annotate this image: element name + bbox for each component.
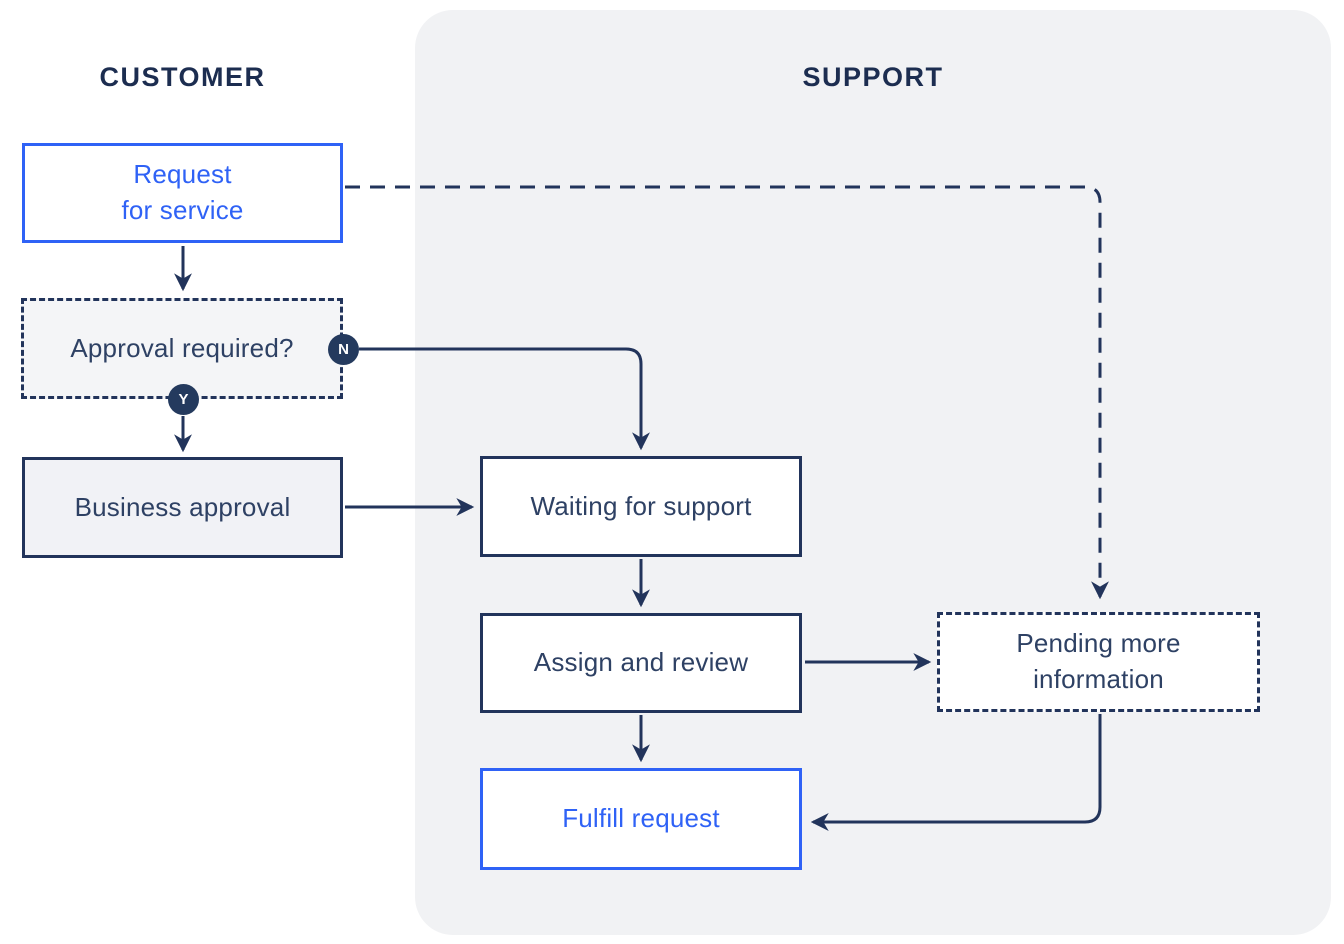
node-waiting-for-support: Waiting for support bbox=[480, 456, 802, 557]
node-approval-required: Approval required? bbox=[21, 298, 343, 399]
node-assign-label: Assign and review bbox=[533, 647, 749, 678]
decision-badge-yes: Y bbox=[168, 384, 199, 415]
node-business-label: Business approval bbox=[74, 491, 291, 522]
node-assign-and-review: Assign and review bbox=[480, 613, 802, 713]
node-request-label: Request for service bbox=[121, 159, 244, 225]
badge-yes-label: Y bbox=[178, 391, 189, 408]
node-pending-label: Pending more information bbox=[1016, 628, 1181, 694]
node-pending-more-information: Pending more information bbox=[937, 612, 1260, 712]
node-approval-label: Approval required? bbox=[70, 332, 294, 363]
lane-header-support: SUPPORT bbox=[802, 62, 944, 92]
decision-badge-no: N bbox=[328, 334, 359, 365]
node-business-approval: Business approval bbox=[22, 457, 343, 558]
badge-no-label: N bbox=[338, 341, 349, 358]
node-waiting-label: Waiting for support bbox=[530, 490, 752, 521]
node-request-for-service: Request for service bbox=[22, 143, 343, 243]
lane-header-customer: CUSTOMER bbox=[99, 62, 266, 92]
node-fulfill-request: Fulfill request bbox=[480, 768, 802, 870]
node-fulfill-label: Fulfill request bbox=[562, 803, 720, 834]
